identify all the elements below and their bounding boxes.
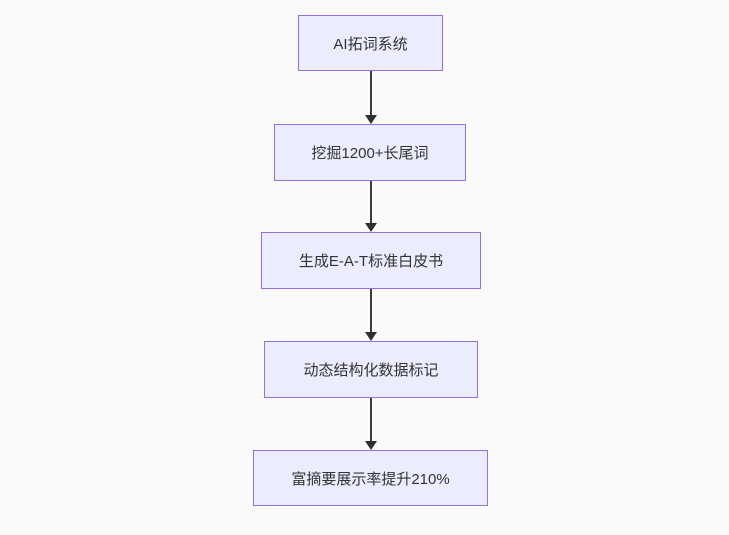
edge-line-2 [370, 181, 372, 224]
arrow-down-icon [365, 223, 377, 232]
edge-line-3 [370, 289, 372, 333]
flow-node-eat-whitepaper: 生成E-A-T标准白皮书 [261, 232, 481, 289]
arrow-down-icon [365, 115, 377, 124]
flow-node-ai-keyword-system: AI拓词系统 [298, 15, 443, 71]
flow-node-rich-snippet-result: 富摘要展示率提升210% [253, 450, 488, 506]
flow-node-structured-data-markup: 动态结构化数据标记 [264, 341, 478, 398]
edge-line-1 [370, 71, 372, 116]
flow-node-longtail-mining: 挖掘1200+长尾词 [274, 124, 466, 181]
edge-line-4 [370, 398, 372, 442]
arrow-down-icon [365, 441, 377, 450]
arrow-down-icon [365, 332, 377, 341]
